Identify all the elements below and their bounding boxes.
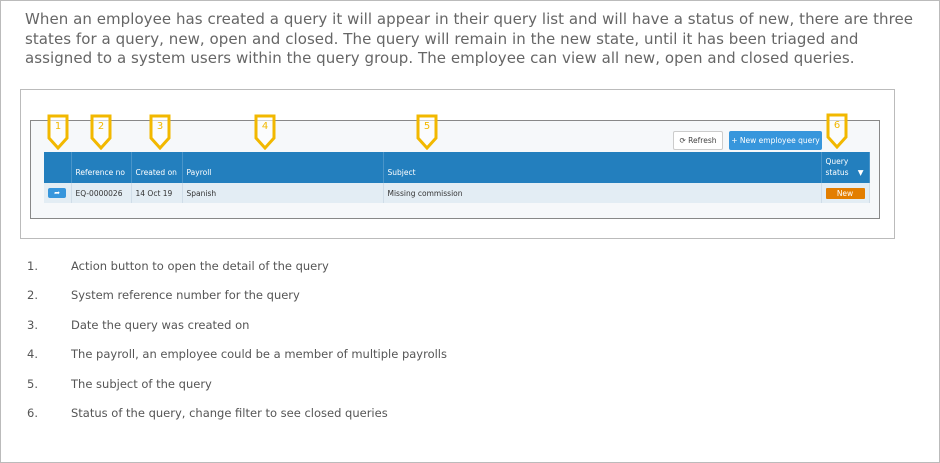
refresh-button[interactable]: ⟳ Refresh <box>673 131 723 150</box>
query-list-panel: ⟳ Refresh + New employee query Reference… <box>30 120 880 219</box>
col-status[interactable]: Query status▼ <box>821 152 870 183</box>
cell-payroll: Spanish <box>182 183 384 203</box>
new-query-button[interactable]: + New employee query <box>729 131 822 150</box>
cell-created: 14 Oct 19 <box>131 183 183 203</box>
status-badge: New <box>825 187 865 199</box>
open-detail-button[interactable]: ➦ <box>48 188 66 198</box>
col-reference[interactable]: Reference no <box>71 152 132 183</box>
table-header: Reference no Created on Payroll Subject … <box>44 152 870 183</box>
cell-action: ➦ <box>44 183 72 203</box>
callout-marker-5: 5 <box>416 114 438 151</box>
screenshot-box: ⟳ Refresh + New employee query Reference… <box>20 89 895 239</box>
callout-marker-1: 1 <box>47 114 69 151</box>
callout-marker-4: 4 <box>254 114 276 151</box>
cell-subject: Missing commission <box>383 183 822 203</box>
callout-marker-3: 3 <box>149 114 171 151</box>
query-table: Reference no Created on Payroll Subject … <box>44 152 870 203</box>
col-created[interactable]: Created on <box>131 152 183 183</box>
col-payroll[interactable]: Payroll <box>182 152 384 183</box>
refresh-icon: ⟳ <box>679 136 689 145</box>
table-row: ➦ EQ-0000026 14 Oct 19 Spanish Missing c… <box>44 183 870 203</box>
callout-marker-2: 2 <box>90 114 112 151</box>
intro-paragraph: When an employee has created a query it … <box>25 10 914 67</box>
cell-status: New <box>821 183 870 203</box>
callout-marker-6: 6 <box>826 113 848 150</box>
col-subject[interactable]: Subject <box>383 152 822 183</box>
filter-icon[interactable]: ▼ <box>857 168 864 177</box>
col-action <box>44 152 72 183</box>
cell-reference: EQ-0000026 <box>71 183 132 203</box>
